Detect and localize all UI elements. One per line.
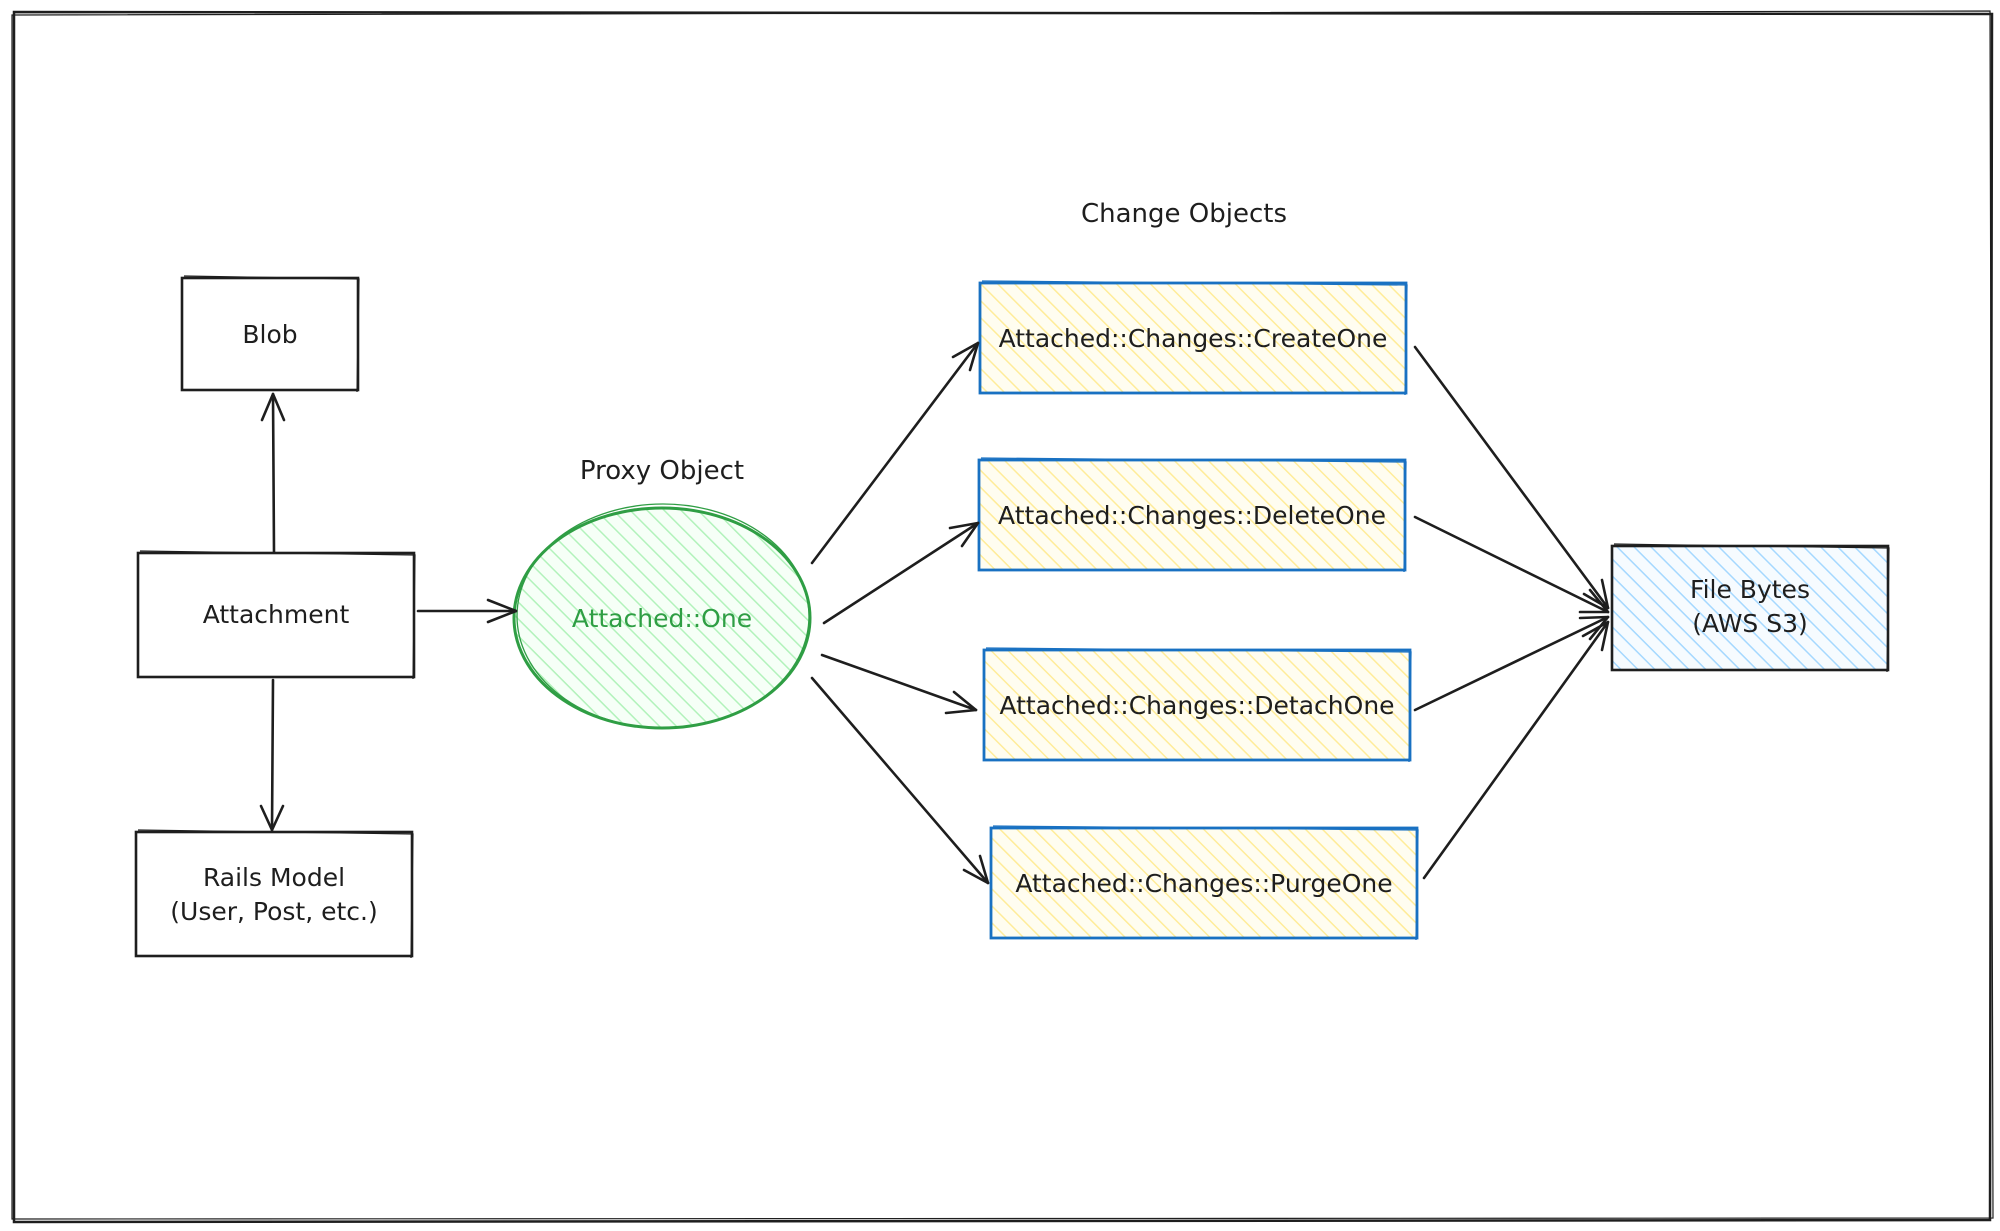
arrow-create-one-to-file-bytes: [1413, 345, 1610, 610]
attachment-node[interactable]: Attachment: [136, 550, 416, 680]
change-objects-caption: Change Objects: [1081, 199, 1287, 229]
proxy-object-caption: Proxy Object: [580, 456, 744, 486]
arrow-proxy-to-purge-one: [810, 676, 990, 885]
create-one-label: Attached::Changes::CreateOne: [999, 324, 1388, 353]
attached-one-label: Attached::One: [572, 604, 752, 633]
purge-one-node[interactable]: Attached::Changes::PurgeOne: [989, 825, 1419, 941]
arrow-attachment-to-rails-model: [259, 678, 285, 832]
attachment-label: Attachment: [203, 600, 350, 629]
attached-one-node[interactable]: Attached::One: [512, 503, 812, 730]
arrow-detach-one-to-file-bytes: [1413, 615, 1610, 712]
diagram-frame: [11, 10, 1994, 1224]
detach-one-node[interactable]: Attached::Changes::DetachOne: [982, 647, 1412, 763]
rails-model-node[interactable]: Rails Model (User, Post, etc.): [134, 829, 414, 959]
arrow-delete-one-to-file-bytes: [1413, 515, 1610, 614]
delete-one-label: Attached::Changes::DeleteOne: [998, 501, 1386, 530]
purge-one-label: Attached::Changes::PurgeOne: [1015, 869, 1392, 898]
blob-label: Blob: [242, 320, 297, 349]
detach-one-label: Attached::Changes::DetachOne: [999, 691, 1394, 720]
arrow-proxy-to-delete-one: [822, 521, 980, 625]
file-bytes-label: File Bytes: [1690, 575, 1810, 604]
rails-model-label: Rails Model: [203, 863, 345, 892]
blob-node[interactable]: Blob: [180, 275, 360, 393]
arrow-purge-one-to-file-bytes: [1422, 620, 1610, 880]
arrow-attachment-to-attached-one: [416, 598, 518, 624]
create-one-node[interactable]: Attached::Changes::CreateOne: [978, 280, 1408, 396]
file-bytes-sublabel: (AWS S3): [1692, 609, 1808, 638]
arrow-proxy-to-detach-one: [820, 653, 978, 715]
file-bytes-node[interactable]: File Bytes (AWS S3): [1610, 543, 1890, 673]
rails-model-sublabel: (User, Post, etc.): [170, 897, 377, 926]
arrow-proxy-to-create-one: [810, 341, 980, 565]
delete-one-node[interactable]: Attached::Changes::DeleteOne: [977, 457, 1407, 573]
arrow-attachment-to-blob: [260, 392, 286, 554]
